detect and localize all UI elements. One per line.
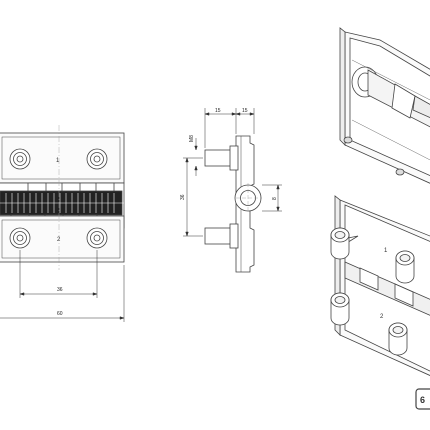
top-leaf-mark: 1 [56, 158, 60, 164]
dim-overall-width: 60 [57, 311, 63, 317]
hole-icon [86, 227, 108, 249]
hole-icon [9, 227, 31, 249]
iso-pin [330, 292, 350, 326]
iso-view-bottom [330, 195, 430, 376]
side-view [204, 135, 262, 273]
badge-text: 6 [420, 395, 425, 405]
bottom-leaf-inner [1, 219, 121, 259]
dim-hole-spacing: 36 [57, 287, 63, 293]
iso-pin [330, 227, 359, 260]
dim-pin-diameter: M8 [189, 135, 195, 142]
iso-view-top [339, 27, 430, 184]
front-view-dimensions [0, 250, 125, 322]
hole-icon [86, 148, 108, 170]
iso-top-leaf-mark: 1 [384, 248, 388, 254]
top-leaf-inner [1, 136, 121, 180]
dim-side-top-b: 15 [242, 108, 248, 114]
hole-icon [9, 148, 31, 170]
side-view-dimensions [183, 108, 282, 237]
front-view: 1 [0, 125, 125, 270]
dim-knuckle: 8 [272, 197, 278, 200]
iso-pin [388, 322, 408, 356]
iso-pin [395, 250, 415, 284]
corner-badge: 6 [415, 388, 430, 410]
dim-side-top-a: 15 [215, 108, 221, 114]
iso-bottom-leaf-mark: 2 [380, 314, 384, 320]
dim-pin-spacing: 36 [180, 194, 186, 200]
